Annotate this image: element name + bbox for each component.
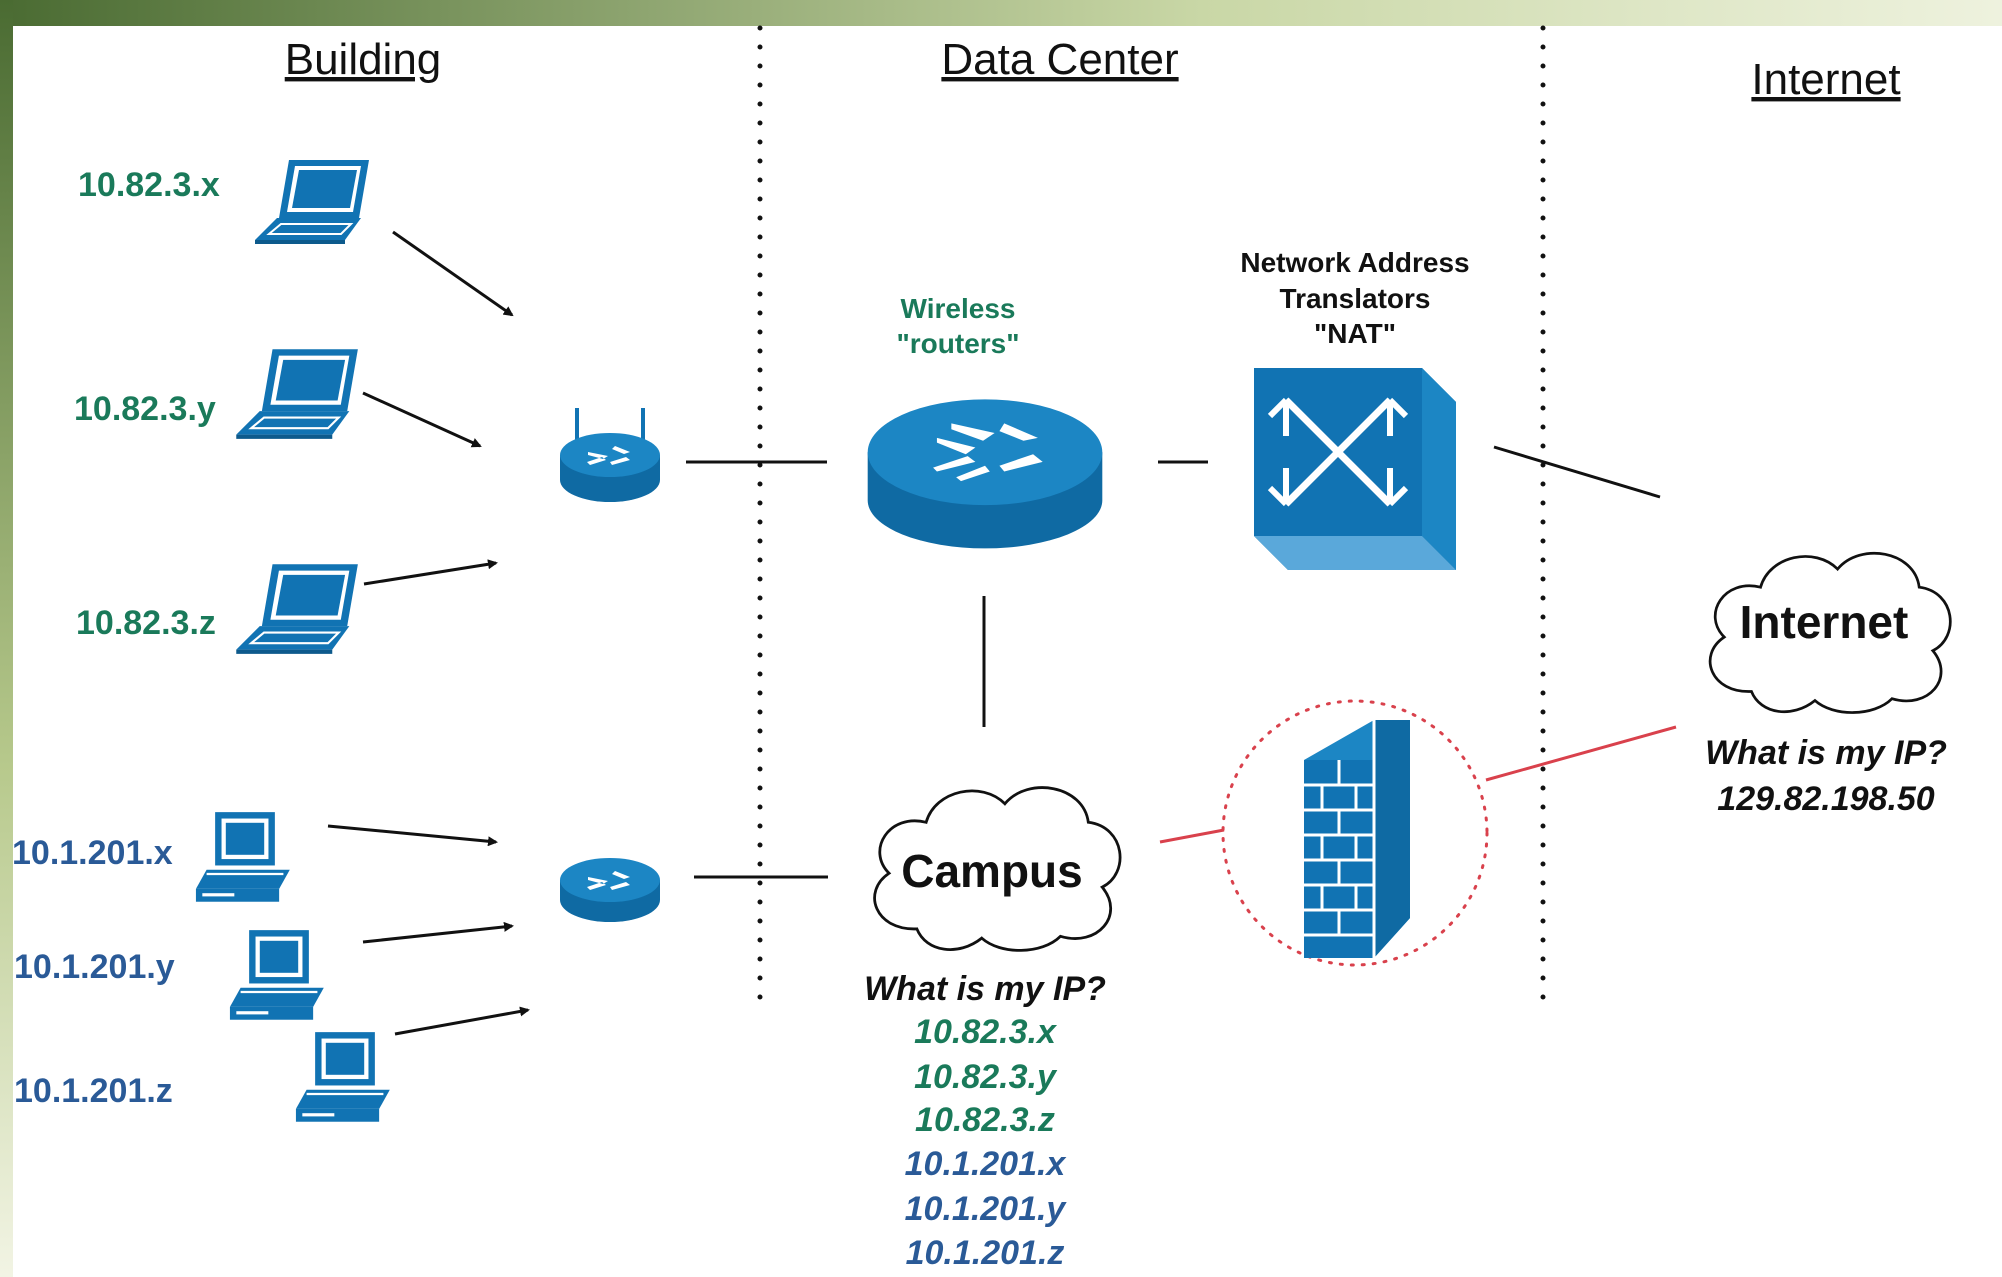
desktop-computer-icon bbox=[294, 1031, 391, 1123]
zone-header-data-center: Data Center bbox=[941, 35, 1178, 84]
slide-left-border bbox=[0, 0, 13, 1277]
campus-answer-blue-x: 10.1.201.x bbox=[905, 1145, 1068, 1183]
wireless-router-label-line1: Wireless bbox=[901, 293, 1016, 324]
arrow-wired-client-x bbox=[327, 824, 498, 847]
laptop-icon bbox=[235, 563, 360, 656]
zone-header-internet: Internet bbox=[1751, 55, 1900, 104]
arrow-wireless-client-y bbox=[362, 391, 482, 448]
campus-answer-green-x: 10.82.3.x bbox=[914, 1013, 1058, 1051]
wireless-client-ip-z: 10.82.3.z bbox=[76, 604, 216, 642]
campus-answer-green-y: 10.82.3.y bbox=[914, 1058, 1058, 1096]
desktop-computer-icon bbox=[228, 929, 325, 1021]
laptop-icon bbox=[253, 158, 371, 246]
internet-cloud-label: Internet bbox=[1740, 596, 1909, 648]
wired-client-ip-x: 10.1.201.x bbox=[12, 834, 173, 872]
router-icon bbox=[560, 858, 660, 922]
wireless-client-ip-y: 10.82.3.y bbox=[74, 390, 216, 428]
laptop-icon bbox=[235, 348, 360, 441]
campus-question: What is my IP? bbox=[864, 970, 1106, 1008]
campus-answer-green-z: 10.82.3.z bbox=[915, 1101, 1055, 1139]
link-campus-to-firewall bbox=[1159, 828, 1225, 844]
wireless-router-label-line2: "routers" bbox=[896, 328, 1019, 359]
link-firewall-to-internet bbox=[1485, 725, 1677, 782]
wireless-access-point-icon bbox=[560, 408, 660, 502]
arrow-wired-client-y bbox=[362, 921, 514, 944]
wired-client-ip-y: 10.1.201.y bbox=[14, 948, 175, 986]
nat-label-line3: "NAT" bbox=[1314, 318, 1396, 349]
router-icon bbox=[867, 399, 1103, 549]
campus-cloud-label: Campus bbox=[901, 845, 1082, 897]
zone-header-building: Building bbox=[285, 35, 442, 84]
nat-switch-icon bbox=[1254, 368, 1456, 570]
nat-label-line1: Network Address bbox=[1240, 247, 1469, 278]
desktop-computer-icon bbox=[194, 811, 291, 903]
internet-question: What is my IP? bbox=[1705, 734, 1947, 772]
campus-answer-blue-z: 10.1.201.z bbox=[906, 1234, 1065, 1272]
arrow-wireless-client-z bbox=[363, 559, 498, 586]
slide-top-border bbox=[0, 0, 2002, 26]
wireless-client-ip-x: 10.82.3.x bbox=[78, 166, 220, 204]
internet-public-ip: 129.82.198.50 bbox=[1717, 780, 1935, 818]
wired-client-ip-z: 10.1.201.z bbox=[14, 1072, 173, 1110]
link-nat-to-internet bbox=[1493, 445, 1661, 499]
arrow-wired-client-z bbox=[394, 1006, 530, 1036]
arrow-wireless-client-x bbox=[392, 230, 514, 317]
nat-label-line2: Translators bbox=[1280, 283, 1431, 314]
campus-answer-blue-y: 10.1.201.y bbox=[905, 1190, 1068, 1228]
firewall-icon bbox=[1221, 699, 1489, 967]
